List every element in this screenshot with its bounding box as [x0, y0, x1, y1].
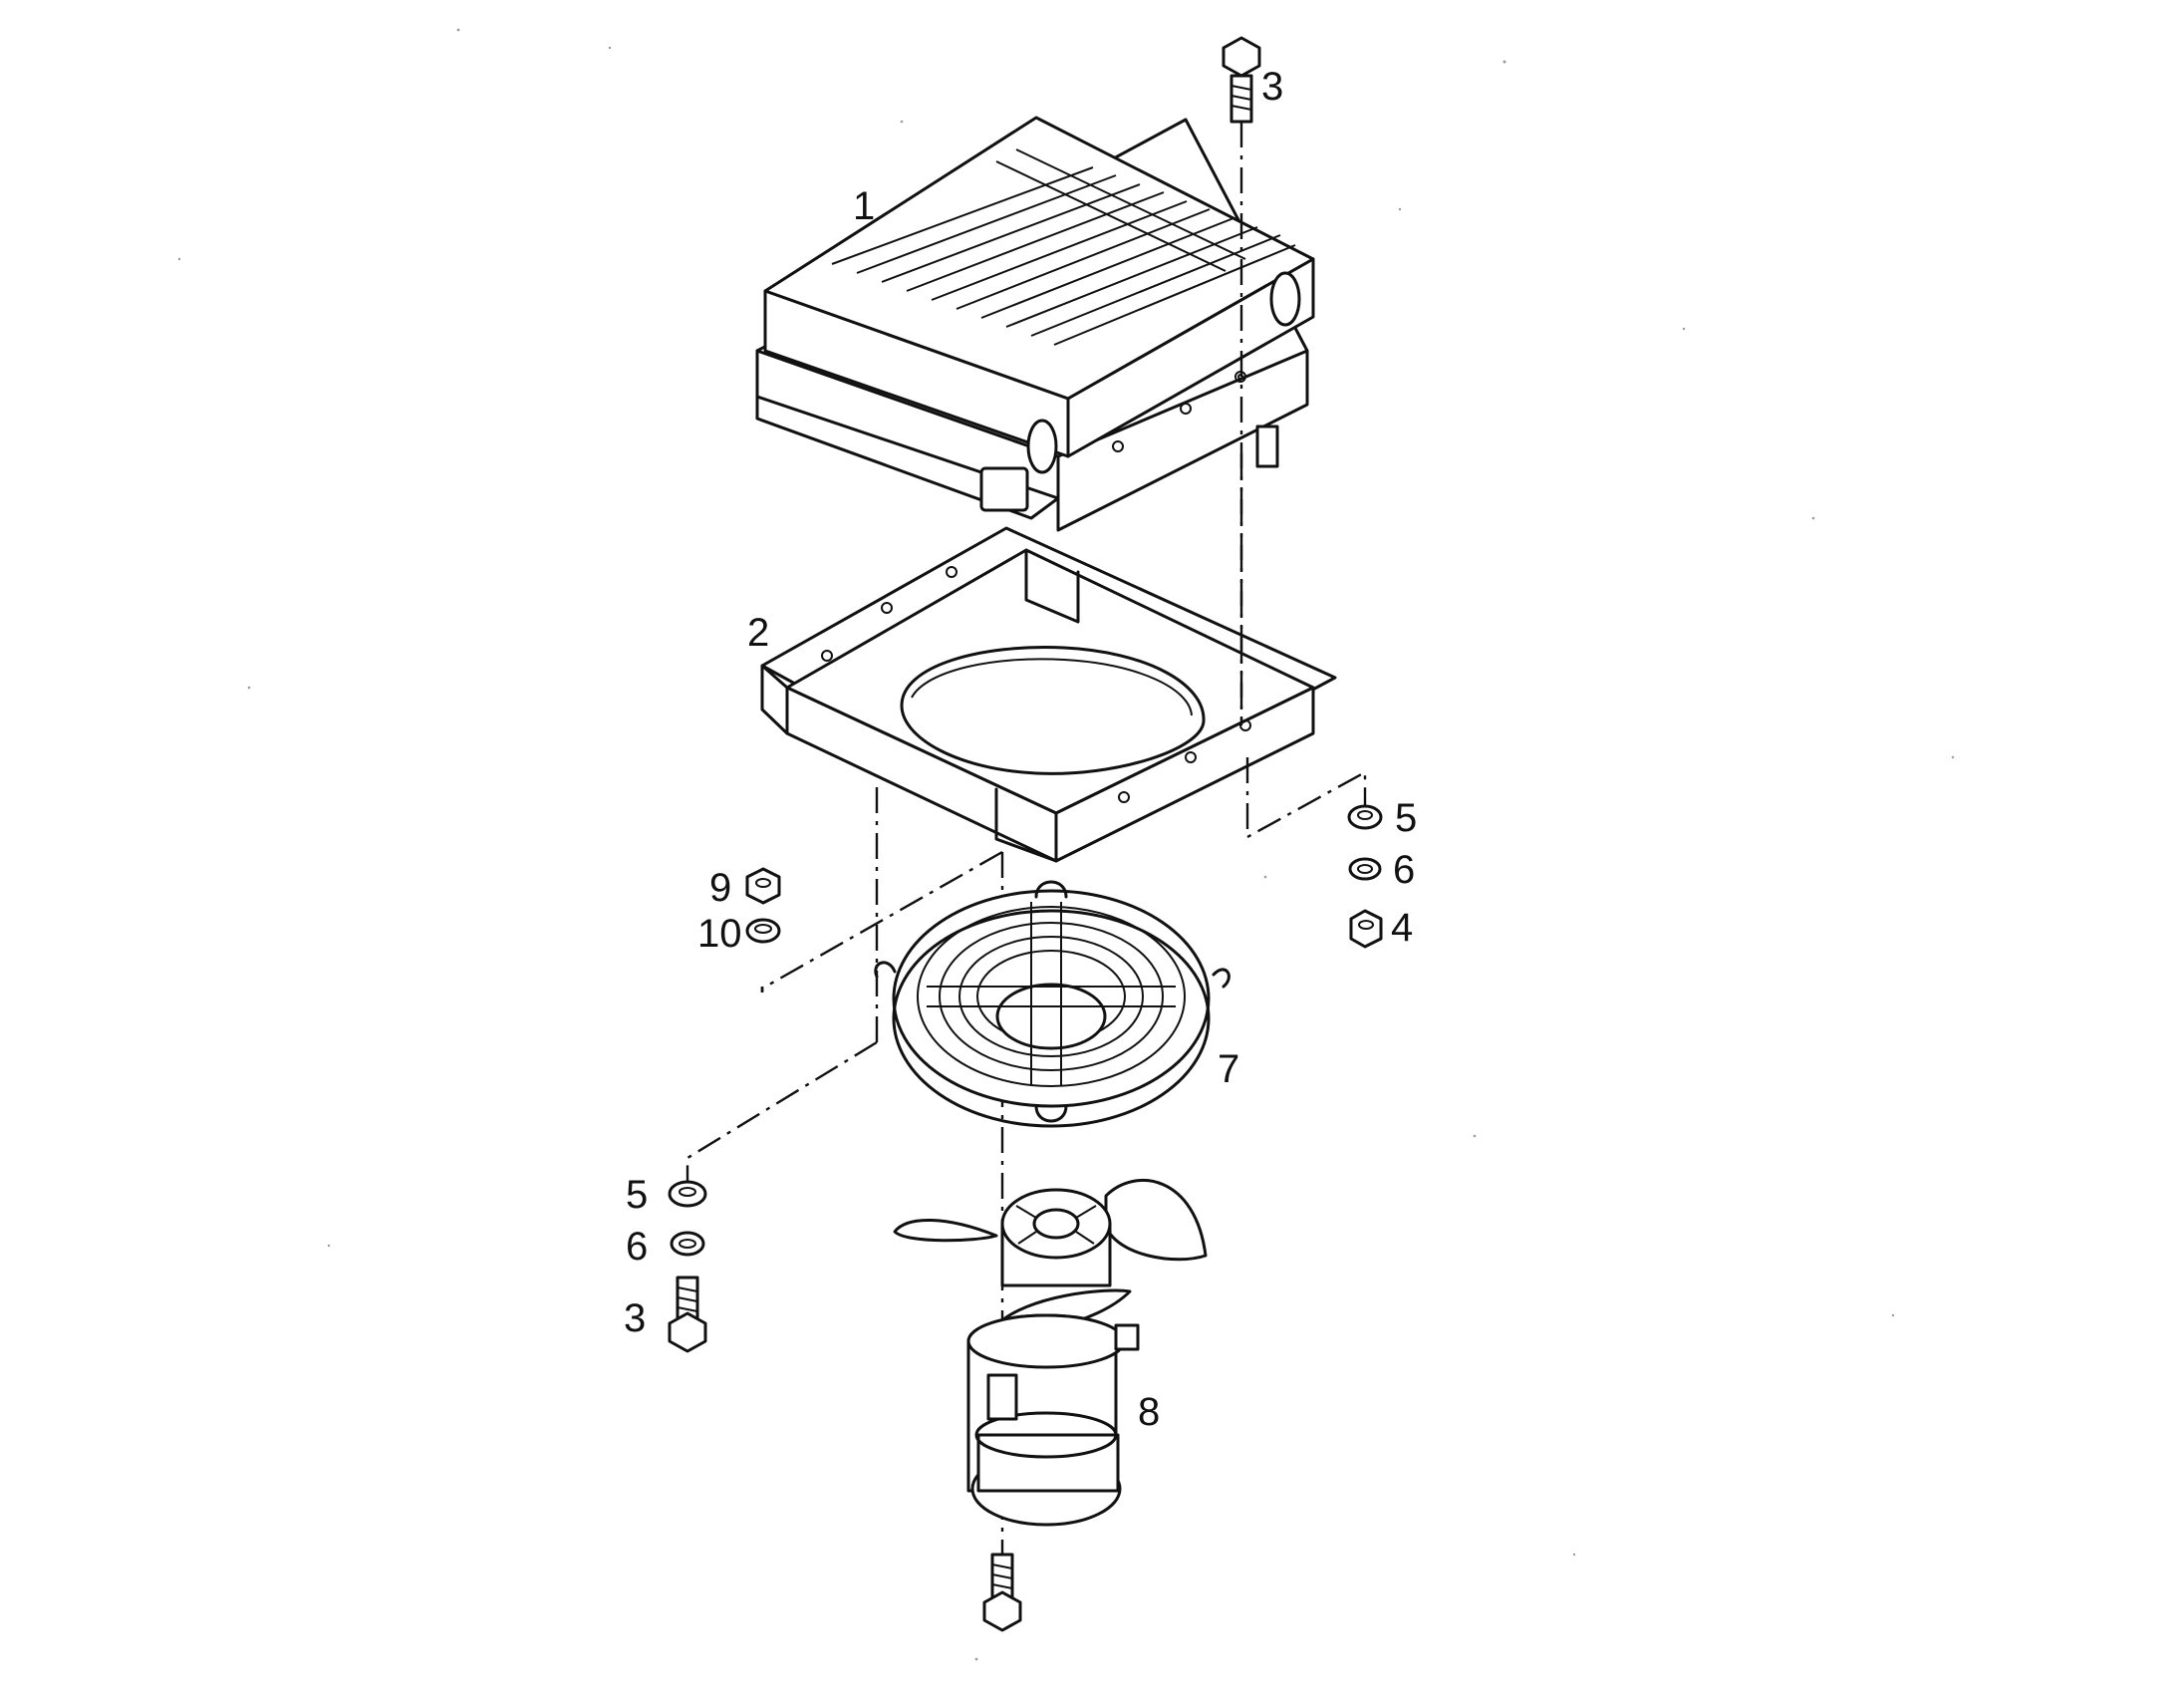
part-label-1: 1 — [853, 184, 875, 228]
nut-4 — [1349, 909, 1383, 949]
fan-shroud — [760, 526, 1337, 863]
washer-5-right — [1347, 804, 1383, 830]
part-label-5-right: 5 — [1395, 796, 1417, 840]
part-label-10: 10 — [697, 912, 742, 956]
part-label-3-bottom: 3 — [624, 1296, 646, 1340]
part-label-5-left: 5 — [626, 1173, 648, 1217]
washer-10 — [745, 918, 781, 944]
part-label-4: 4 — [1391, 906, 1413, 950]
part-label-6-right: 6 — [1393, 848, 1415, 892]
part-label-8: 8 — [1138, 1390, 1160, 1434]
fan-guard — [874, 880, 1230, 1128]
bolt-motor — [982, 1553, 1022, 1632]
part-label-6-left: 6 — [626, 1225, 648, 1269]
part-label-9: 9 — [709, 866, 731, 910]
part-label-2: 2 — [747, 611, 769, 655]
paper-specks — [177, 28, 1955, 1661]
part-label-3-top: 3 — [1261, 65, 1283, 109]
lock-washer-6-right — [1348, 857, 1382, 881]
oil-cooler — [755, 116, 1315, 532]
bolt-top — [1222, 36, 1261, 124]
washer-5-left — [668, 1180, 707, 1208]
fan-motor — [893, 1179, 1208, 1527]
nut-9 — [745, 867, 781, 905]
cooler-fins — [831, 148, 1296, 346]
part-label-7: 7 — [1218, 1047, 1239, 1091]
lock-washer-6-left — [670, 1231, 705, 1257]
bolt-3-left — [668, 1276, 707, 1353]
